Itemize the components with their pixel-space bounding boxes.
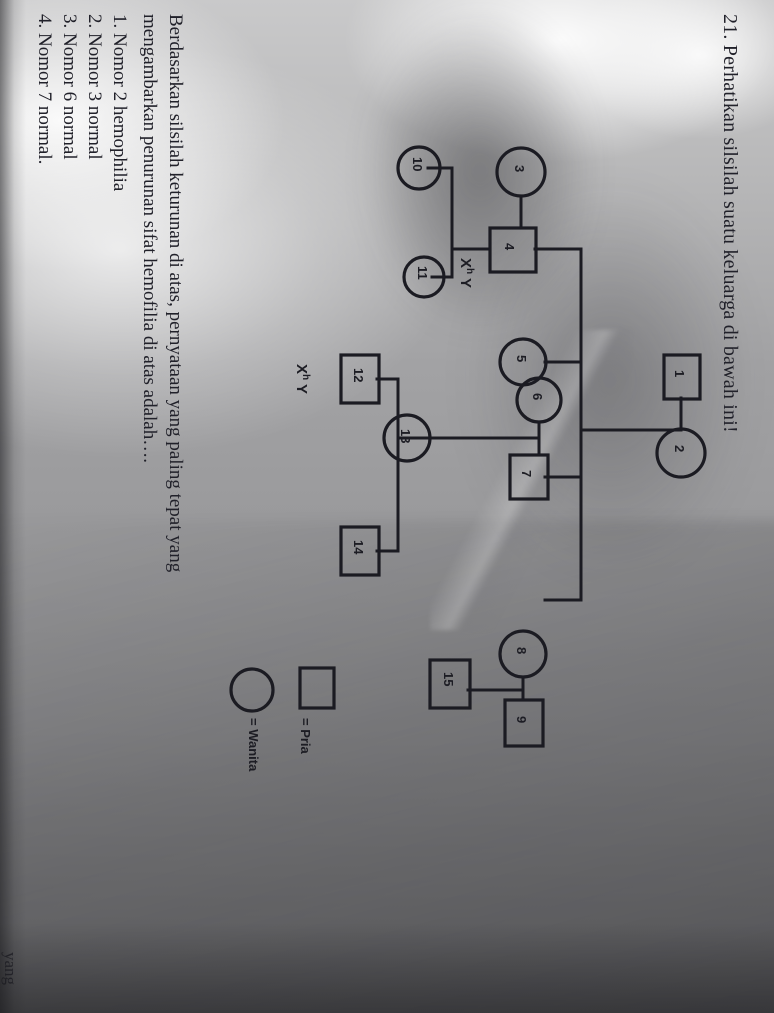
photo-edge-shading-bottom <box>0 923 774 1013</box>
answer-option-1[interactable]: 1. Nomor 2 hemophilia <box>108 14 130 191</box>
shadow-overlay-bottom <box>0 520 774 1013</box>
answer-option-marker: 3. <box>59 14 80 29</box>
photo-edge-shading-left <box>0 0 26 1013</box>
genotype-superscript: h <box>464 268 475 275</box>
answer-option-4[interactable]: 4. Nomor 7 normal. <box>33 14 55 164</box>
answer-option-text: Nomor 2 hemophilia <box>109 33 130 192</box>
answer-option-2[interactable]: 2. Nomor 3 normal <box>83 14 105 160</box>
genotype-tail: Y <box>457 278 474 289</box>
answer-option-marker: 2. <box>84 14 105 29</box>
legend-female-label: = Wanita <box>246 718 261 772</box>
shadow-overlay-middle <box>430 120 774 640</box>
paper-crease <box>430 330 630 630</box>
question-paragraph-line-2: mengambarkan penurunan sifat hemofilia d… <box>139 14 160 463</box>
pedigree-node-label-2: 2 <box>672 445 687 453</box>
question-paragraph-line-1: Berdasarkan silsilah keturunan di atas, … <box>165 14 186 573</box>
pedigree-node-label-4: 4 <box>502 243 517 251</box>
answer-option-marker: 4. <box>34 14 55 29</box>
pedigree-node-label-9: 9 <box>514 716 529 724</box>
genotype-annotation-4: Xh Y <box>457 258 475 288</box>
answer-option-text: Nomor 7 normal. <box>34 33 55 165</box>
genotype-annotation-12: Xh Y <box>293 364 311 394</box>
genotype-base: X <box>293 364 310 375</box>
pedigree-node-label-7: 7 <box>519 470 534 478</box>
pedigree-node-label-12: 12 <box>351 368 366 383</box>
pedigree-node-label-6: 6 <box>530 393 545 401</box>
legend-male-label: = Pria <box>298 718 313 754</box>
answer-option-text: Nomor 3 normal <box>84 33 105 160</box>
genotype-tail: Y <box>293 384 310 395</box>
pedigree-node-label-3: 3 <box>512 165 527 173</box>
pedigree-node-label-8: 8 <box>514 647 529 655</box>
pedigree-node-label-11: 11 <box>415 266 430 280</box>
answer-option-3[interactable]: 3. Nomor 6 normal <box>58 14 80 160</box>
genotype-base: X <box>457 258 474 269</box>
pedigree-node-label-13: 13 <box>398 429 413 444</box>
pedigree-node-label-15: 15 <box>441 672 456 687</box>
pedigree-node-label-1: 1 <box>672 370 687 378</box>
page-title: 21. Perhatikan silsilah suatu keluarga d… <box>719 14 741 433</box>
pedigree-node-label-14: 14 <box>351 540 366 555</box>
pedigree-node-label-5: 5 <box>514 355 529 363</box>
answer-option-text: Nomor 6 normal <box>59 33 80 160</box>
pedigree-node-label-10: 10 <box>410 157 425 172</box>
answer-option-marker: 1. <box>109 14 130 29</box>
genotype-superscript: h <box>300 374 311 381</box>
